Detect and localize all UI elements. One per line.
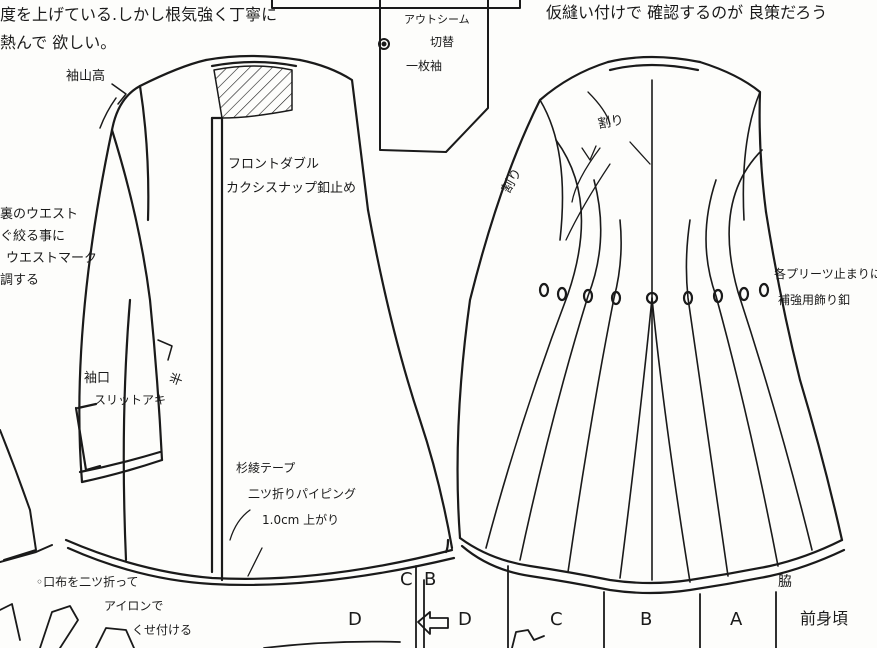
note-lining-waist-2: ぐ絞る事に	[0, 229, 66, 244]
note-top-left-line2: 熱んで 欲しい。	[0, 33, 117, 52]
note-front-double: フロントダブル	[228, 157, 320, 172]
note-finished-width: 1.0cm 上がり	[262, 513, 340, 527]
panel-label-d-left: D	[348, 609, 362, 630]
note-lining-waist-1: 裏のウエスト	[0, 207, 79, 222]
note-reinforce-button: 補強用飾り釦	[778, 293, 851, 307]
panel-label-front-body: 前身頃	[800, 609, 849, 628]
left-partial-garment	[0, 429, 53, 563]
panel-label-side: 脇	[778, 574, 792, 590]
front-jacket	[64, 54, 456, 587]
note-cut-piece: 切替	[430, 35, 455, 49]
panel-label-a-right: A	[730, 609, 743, 630]
note-top-left-line1: 度を上げている.しかし根気強く丁寧に	[0, 5, 278, 24]
note-one-piece-sleeve: 一枚袖	[406, 59, 443, 73]
bottom-pattern-strip	[0, 565, 777, 648]
panel-label-d-arrow: D	[458, 609, 472, 630]
note-pleat-stop: 各プリーツ止まりに	[774, 267, 877, 281]
panel-label-c-left: C	[400, 569, 413, 590]
note-folded-piping: 二ツ折りパイピング	[248, 487, 357, 501]
note-ayasugi-tape: 杉綾テープ	[236, 461, 296, 475]
note-pocket-fabric-3: くせ付ける	[132, 623, 193, 637]
back-jacket	[456, 55, 846, 595]
panel-label-b-left: B	[424, 569, 437, 590]
note-pocket-fabric-1: ◦口布を二ツ折って	[36, 575, 139, 589]
note-outseam: アウトシーム	[404, 13, 470, 26]
note-top-right: 仮縫い付けで 確認するのが 良策だろう	[546, 3, 828, 22]
note-snap-fastening: カクシスナップ釦止め	[226, 181, 357, 196]
panel-label-b-right: B	[640, 609, 653, 630]
note-pocket-fabric-2: アイロンで	[104, 599, 164, 613]
note-cuff: 袖口	[84, 371, 111, 386]
note-lining-waist-4: 調する	[0, 273, 40, 288]
note-slit-opening: スリットアキ	[94, 393, 167, 407]
sleeve-pattern-piece	[271, 0, 521, 153]
panel-label-c-right: C	[550, 609, 563, 630]
note-sleeve-cap-height: 袖山高	[66, 69, 106, 84]
note-lining-waist-3: ウエストマーク	[6, 251, 98, 266]
